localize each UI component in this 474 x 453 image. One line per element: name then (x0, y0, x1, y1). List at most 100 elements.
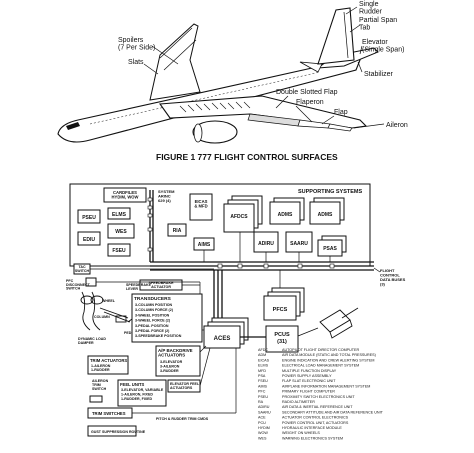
backdrive-line: 3-ELEVATOR (160, 360, 183, 364)
feel-line: 3-ELEVATOR, VARIABLE (121, 388, 164, 392)
glossary-definition: RADIO ALTIMETER (282, 400, 315, 404)
supporting-systems-label: SUPPORTING SYSTEMS (298, 189, 363, 195)
eicas-box (189, 193, 213, 221)
pcus-box (265, 325, 299, 353)
backdrive-line: 3-RUDDER (160, 369, 179, 373)
glossary-abbr: WES (258, 436, 267, 440)
glossary-definition: ELECTRICAL LOAD MANAGEMENT SYSTEM (282, 364, 359, 368)
glossary-abbr: ADM (258, 353, 266, 357)
glossary-abbr: SAARU (258, 410, 271, 414)
feel-units-title: FEEL UNITS (120, 382, 145, 387)
figure-title: FIGURE 1 777 FLIGHT CONTROL SURFACES (156, 152, 338, 162)
ediu-label: EDIU (83, 237, 95, 243)
adiru-label: ADIRU (258, 241, 274, 247)
cardfiles-box (103, 187, 147, 203)
transducers-box (131, 293, 203, 343)
ria-label: RIA (173, 228, 182, 234)
feel-line: 1-RUDDER, FIXED (121, 397, 153, 401)
fseu-label: FSEU (112, 248, 126, 254)
glossary-abbr: FSEU (258, 379, 268, 383)
trim-actuators-box (87, 355, 129, 375)
saaru-label: SAARU (290, 241, 308, 247)
glossary-abbr: PSEU (258, 395, 268, 399)
glossary-definition: ACTUATOR CONTROL ELECTRONICS (282, 416, 349, 420)
glossary-definition: POWER CONTROL UNIT, ACTUATORS (282, 421, 349, 425)
glossary-definition: PROXIMITY SWITCH ELECTRONICS UNIT (282, 395, 355, 399)
glossary-definition: AIRPLANE INFORMATION MANAGEMENT SYSTEM (282, 384, 370, 388)
label-flaperon: Flaperon (296, 99, 324, 106)
airplane-drawing (57, 6, 385, 144)
glossary-abbr: AIMS (258, 384, 268, 388)
feel-units-box (117, 379, 167, 407)
wes-box (107, 223, 135, 239)
elms-label: ELMS (112, 212, 127, 218)
glossary-definition: POWER SUPPLY ASSEMBLY (282, 374, 332, 378)
backdrive-line: 3-AILERON (160, 364, 180, 368)
glossary-definition: HYDRAULIC INTERFACE MODULE (282, 426, 342, 430)
glossary-abbr: ELMS (258, 364, 269, 368)
eicas-label: EICAS& MFD (194, 199, 207, 209)
glossary-abbr: WOW (258, 431, 268, 435)
label-elevator: Elevator(Single Span) (362, 39, 404, 54)
glossary-definition: AIR DATA MODULE (STATIC AND TOTAL PRESSU… (282, 353, 376, 357)
label-flap: Flap (334, 109, 348, 116)
trim-line: 1-RUDDER (91, 368, 110, 372)
trim-actuators-title: TRIM ACTUATORS (90, 358, 127, 363)
pfcs-label: PFCS (273, 307, 288, 313)
label-aileron: Aileron (386, 122, 408, 129)
glossary-definition: PRIMARY FLIGHT COMPUTER (282, 390, 335, 394)
transducer-line: 3-WHEEL POSITION (135, 313, 170, 317)
aims-label: AIMS (198, 242, 211, 248)
gust-suppression-label: GUST SUPPRESSION ROUTINE (91, 430, 146, 434)
transducer-line: 3-PEDAL POSITION (135, 324, 169, 328)
backdrive-box (155, 345, 201, 377)
psas-label: PSAS (323, 246, 337, 252)
pitch-rudder-trim-label: PITCH & RUDDER TRIM CMDS (156, 417, 209, 421)
glossary-abbr: AFDC (258, 348, 268, 352)
label-stabilizer: Stabilizer (364, 71, 393, 78)
glossary-abbr: PFC (258, 390, 266, 394)
glossary-definition: FLAP SLAT ELECTRONIC UNIT (282, 379, 336, 383)
label-slats: Slats (128, 59, 144, 66)
column-drawing (80, 291, 141, 331)
glossary-definition: WEIGHT ON WHEELS (282, 431, 320, 435)
trim-switches-label: TRIM SWITCHES (92, 411, 126, 416)
elms-box (107, 207, 131, 220)
glossary-abbr: EICAS (258, 358, 270, 362)
label-spoilers: Spoilers(7 Per Side) (118, 37, 155, 52)
glossary-definition: ENGINE INDICATION AND CREW ALERTING SYST… (282, 358, 374, 362)
transducer-line: 3-COLUMN FORCE (2) (135, 308, 174, 312)
glossary-definition: AUTOPILOT FLIGHT DIRECTOR COMPUTER (282, 348, 360, 352)
pfcs-box (263, 295, 297, 321)
label-double-flap: Double Slotted Flap (276, 89, 338, 96)
ediu-box (77, 231, 101, 246)
gust-suppression-box (87, 425, 137, 437)
glossary-abbr: HYDIM (258, 426, 270, 430)
transducer-line: 3-PEDAL FORCE (2) (135, 329, 170, 333)
glossary-definition: WARNING ELECTRONICS SYSTEM (282, 436, 343, 440)
bus-drops (213, 270, 223, 326)
vertical-tail (317, 7, 355, 65)
wes-label: WES (115, 229, 127, 235)
glossary-abbr: ADIRU (258, 405, 270, 409)
afdcs-label: AFDCS (230, 214, 248, 220)
trim-line: 1-AILERON (91, 364, 111, 368)
feel-line: 1-AILERON, FIXED (121, 393, 153, 397)
adm1-label: ADMS (278, 212, 293, 218)
